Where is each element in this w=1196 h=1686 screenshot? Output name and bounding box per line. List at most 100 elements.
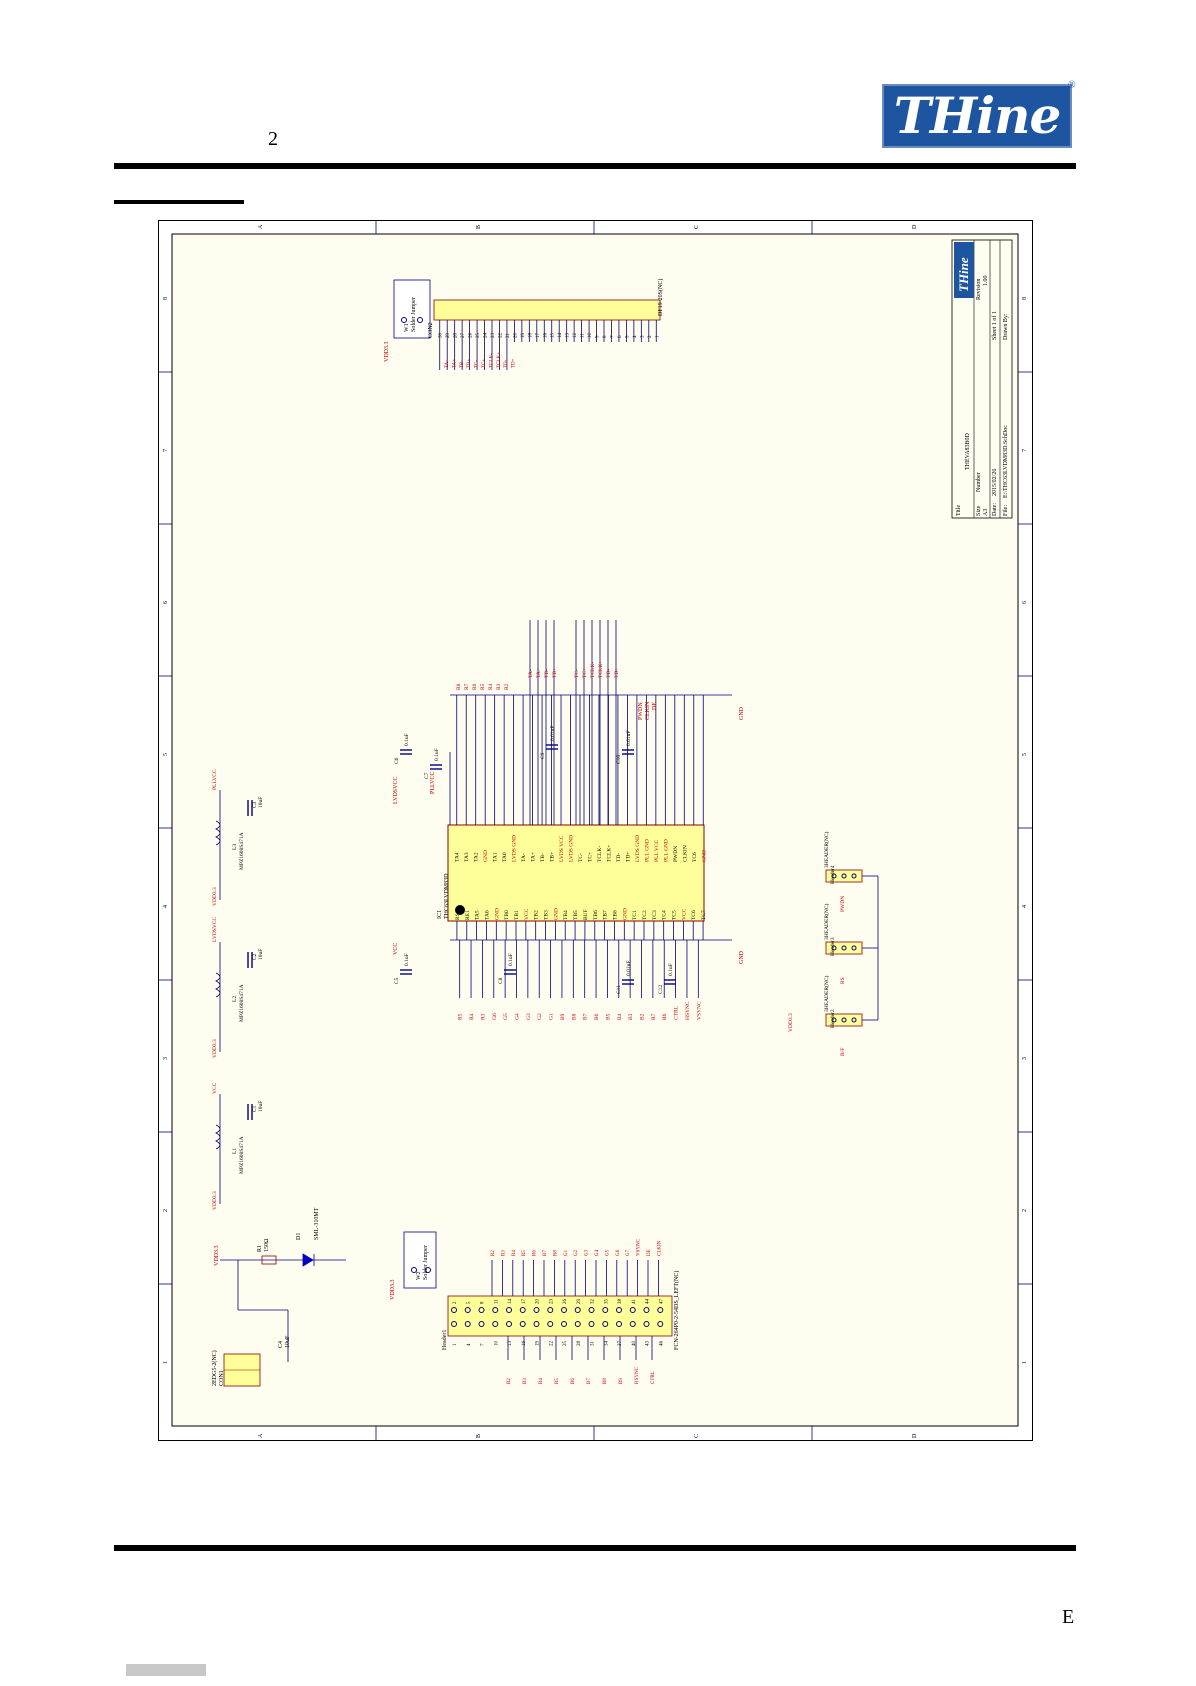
ic1-left-pin-name: GND	[553, 908, 559, 920]
header1-pin-number-top: 26	[563, 1299, 568, 1305]
ic1-left-pin-name: TC1	[632, 910, 638, 920]
ic1-left-pin-name: TC2	[642, 910, 648, 920]
tb-sheet: Sheet 1 of 1	[991, 311, 998, 340]
tb-number-label: Number	[976, 472, 982, 492]
grid-col-bottom: A	[258, 1433, 264, 1438]
header1-top-signal: G2	[574, 1249, 579, 1256]
ic1-left-pin-name: GND	[622, 908, 628, 920]
grid-row-left: 1	[163, 1361, 169, 1364]
ic1-right-pin-name: LVDS VCC	[559, 835, 565, 862]
small-header-pin	[841, 873, 847, 879]
clkin-net: CLKIN	[645, 701, 651, 720]
cap-ref: C5	[394, 977, 400, 984]
con2-pin-number: 30	[439, 333, 444, 339]
con2-pin-number: 6	[618, 335, 623, 338]
title-block: THine Title THEVA83B0D Size A3 Number Re…	[951, 239, 1013, 519]
con2-pin-number: 23	[491, 333, 496, 339]
small-header-pin	[831, 873, 837, 879]
grid-row-left: 6	[163, 601, 169, 604]
small-header-pin	[851, 873, 857, 879]
ic1-bottom-signal: B9	[560, 1013, 566, 1020]
con2	[433, 299, 661, 321]
grid-row-right: 4	[1022, 905, 1028, 908]
header1-pin-top	[547, 1307, 554, 1313]
con2-signal: TC+	[482, 359, 487, 368]
grid-row-left: 2	[163, 1209, 169, 1212]
ic1-right-pin-name: TA4	[455, 852, 461, 862]
header1-part: FCN-264P0-2-54DS_LEFT(NC)	[673, 1271, 680, 1350]
lvds-bus-label: TB-	[544, 669, 550, 678]
ic1-right-pin-name: TD+	[625, 852, 631, 862]
ic1-body	[447, 824, 705, 922]
small-header-vdd: VDD3.3	[788, 1013, 794, 1032]
grid-col-bottom: B	[476, 1434, 482, 1438]
header1-pin-number-bottom: 25	[563, 1341, 568, 1347]
small-header-pin	[841, 945, 847, 951]
header1-pin-number-bottom: 40	[632, 1341, 637, 1347]
header1-pin-number-bottom: 22	[549, 1341, 554, 1347]
w2-vdd: VDD3.3	[390, 1280, 396, 1301]
con2-pin-number: 13	[566, 333, 571, 339]
header1-bottom-signal: B8	[603, 1378, 608, 1384]
con2-signal: TB+	[467, 359, 472, 368]
inductor-icon	[215, 972, 221, 998]
grid-row-right: 8	[1022, 297, 1028, 300]
ic1-right-pin-name: CLKIN	[682, 845, 688, 862]
d1-ref: D1	[296, 1233, 302, 1240]
jumper-w2	[403, 1231, 437, 1289]
thine-logo: THine	[882, 84, 1072, 148]
ic1-bottom-signal: B3	[628, 1013, 634, 1020]
ic1-top-signal: R5	[480, 683, 486, 690]
small-header-pin	[831, 1017, 837, 1023]
header1-top-signal: R2	[491, 1250, 496, 1256]
ic1-bottom-signal: CTRL	[674, 1005, 680, 1020]
ic1-bottom-signal: R7	[651, 1013, 657, 1020]
footer-link[interactable]	[126, 1664, 206, 1676]
grid-row-left: 8	[163, 297, 169, 300]
tb-title-label: Title	[956, 505, 962, 516]
cap-value: 0.01uF	[626, 961, 632, 976]
header1-top-signal: VSYNC	[637, 1238, 642, 1256]
pwdn-net: PWDN	[638, 702, 644, 720]
lvds-bus-label: TC+	[582, 668, 588, 678]
header1-pin-number-bottom: 46	[659, 1341, 664, 1347]
header1-pin-top	[464, 1307, 471, 1313]
grid-col-top: C	[694, 225, 700, 229]
grid-col-bottom: C	[694, 1434, 700, 1438]
small-header-net: RS	[840, 977, 846, 984]
ic1-right-pin-name: PLL GND	[663, 839, 669, 862]
con2-pin-number: 28	[454, 333, 459, 339]
lvds-bus-label: TD+	[614, 668, 620, 678]
con1-ref: CON1	[219, 1370, 225, 1386]
header1-pin-number-top: 35	[604, 1299, 609, 1305]
cap-value: 0.1uF	[404, 953, 410, 966]
header1-pin-number-top: 5	[467, 1301, 472, 1304]
gnd-top-net: GND	[739, 706, 745, 720]
header1-pin-number-bottom: 4	[467, 1343, 472, 1346]
header1-pin-number-bottom: 37	[618, 1341, 623, 1347]
grid-col-top: D	[912, 224, 918, 229]
filter-l-part: MPZ1608S471A	[239, 984, 245, 1022]
con2-signal: TB-	[460, 360, 465, 368]
lvds-bus: TA-TA+TB-TB+TC-TC+TCLK-TCLK+TD-TD+	[528, 620, 620, 825]
ic1-left-pin-name: TC7	[701, 910, 707, 920]
filter-l-part: MPZ1608S471A	[239, 832, 245, 870]
grid-row-right: 5	[1022, 753, 1028, 756]
ic1-bottom-signal: VSYNC	[696, 1001, 702, 1020]
small-header-pin	[831, 945, 837, 951]
header1-pin-top	[616, 1307, 622, 1313]
header1-pin-top	[588, 1307, 595, 1313]
header1-bottom-signal: B2	[507, 1378, 512, 1384]
small-header-ref: Header4	[830, 865, 836, 884]
c4-ref: C4	[278, 1341, 284, 1348]
header1-top-signal: G1	[564, 1249, 569, 1256]
ic1-right-pin-name: TC6	[692, 852, 698, 862]
con2-pin-number: 25	[476, 333, 481, 339]
ic1-bottom-signal: R3	[480, 1013, 486, 1020]
header1-pin-number-top: 17	[522, 1299, 527, 1305]
header1-top-signal: R5	[522, 1250, 527, 1256]
logo-text: THine	[893, 86, 1062, 145]
con2-pin-number: 16	[543, 333, 548, 339]
